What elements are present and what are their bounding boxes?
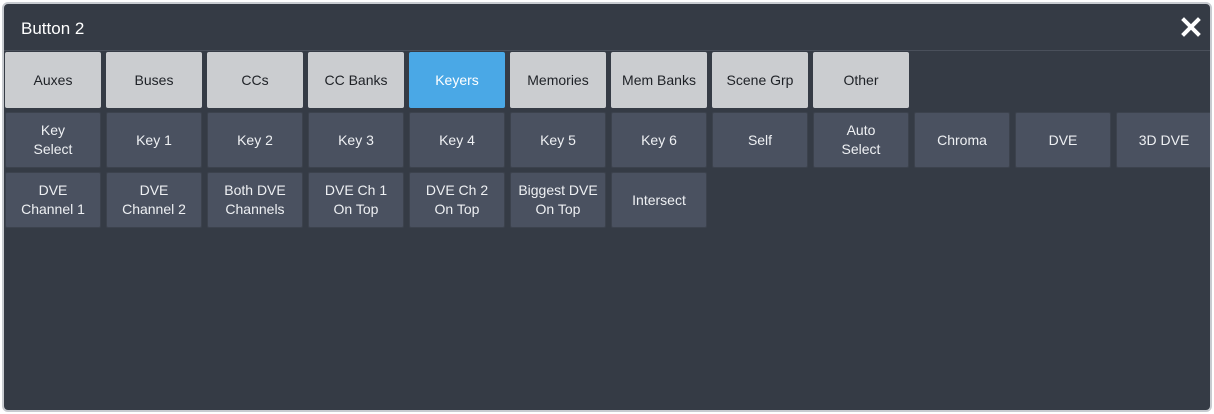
tab-buses-button[interactable]: Buses <box>106 52 202 108</box>
option-dve-button[interactable]: DVE <box>1015 112 1111 168</box>
option-dve-ch-2-on-top-button[interactable]: DVE Ch 2 On Top <box>409 172 505 228</box>
tab-keyers-button[interactable]: Keyers <box>409 52 505 108</box>
tab-ccs-button[interactable]: CCs <box>207 52 303 108</box>
option-dve-channel-1-button[interactable]: DVE Channel 1 <box>5 172 101 228</box>
option-auto-select-button[interactable]: Auto Select <box>813 112 909 168</box>
option-dve-channel-2-button[interactable]: DVE Channel 2 <box>106 172 202 228</box>
close-icon[interactable] <box>1176 12 1206 42</box>
option-self-button[interactable]: Self <box>712 112 808 168</box>
option-key-2-button[interactable]: Key 2 <box>207 112 303 168</box>
option-dve-ch-1-on-top-button[interactable]: DVE Ch 1 On Top <box>308 172 404 228</box>
tab-other-button[interactable]: Other <box>813 52 909 108</box>
option-key-5-button[interactable]: Key 5 <box>510 112 606 168</box>
option-key-1-button[interactable]: Key 1 <box>106 112 202 168</box>
dialog-header: Button 2 <box>4 4 1210 51</box>
option-key-select-button[interactable]: Key Select <box>5 112 101 168</box>
option-key-6-button[interactable]: Key 6 <box>611 112 707 168</box>
tab-scene-grp-button[interactable]: Scene Grp <box>712 52 808 108</box>
option-key-3-button[interactable]: Key 3 <box>308 112 404 168</box>
tab-auxes-button[interactable]: Auxes <box>5 52 101 108</box>
tab-cc-banks-button[interactable]: CC Banks <box>308 52 404 108</box>
tab-mem-banks-button[interactable]: Mem Banks <box>611 52 707 108</box>
option-chroma-button[interactable]: Chroma <box>914 112 1010 168</box>
option-biggest-dve-on-top-button[interactable]: Biggest DVE On Top <box>510 172 606 228</box>
option-both-dve-channels-button[interactable]: Both DVE Channels <box>207 172 303 228</box>
tab-memories-button[interactable]: Memories <box>510 52 606 108</box>
option-key-4-button[interactable]: Key 4 <box>409 112 505 168</box>
dialog-title: Button 2 <box>21 19 85 38</box>
option-3d-dve-button[interactable]: 3D DVE <box>1116 112 1210 168</box>
option-intersect-button[interactable]: Intersect <box>611 172 707 228</box>
